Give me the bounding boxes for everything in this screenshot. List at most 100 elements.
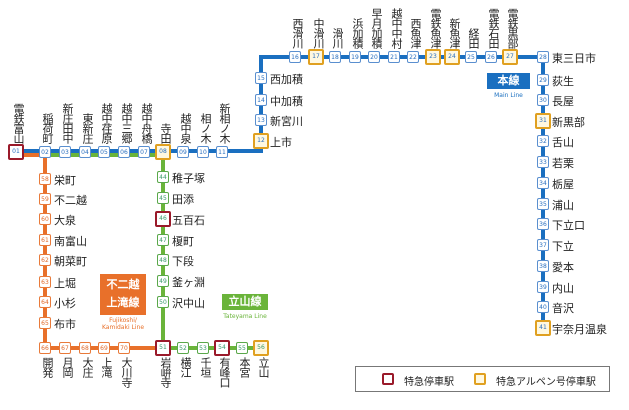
- station-marker-14[interactable]: 14: [255, 94, 267, 106]
- station-marker-02[interactable]: 02: [39, 146, 51, 158]
- station-marker-47[interactable]: 47: [157, 234, 169, 246]
- station-marker-20[interactable]: 20: [368, 51, 380, 63]
- station-marker-03[interactable]: 03: [59, 146, 71, 158]
- station-marker-11[interactable]: 11: [216, 146, 228, 158]
- station-name-58: 栄町: [54, 174, 76, 187]
- station-marker-40[interactable]: 40: [537, 301, 549, 313]
- station-marker-54[interactable]: 54: [214, 340, 230, 356]
- station-name-39: 内山: [552, 282, 574, 295]
- station-marker-44[interactable]: 44: [157, 171, 169, 183]
- station-name-41: 宇奈月温泉: [552, 323, 607, 336]
- station-name-27: 電鉄黒部: [506, 8, 519, 48]
- legend-express: 特急停車駅: [404, 377, 454, 388]
- station-name-26: 電鉄石田: [487, 8, 500, 48]
- station-marker-12[interactable]: 12: [253, 133, 269, 149]
- station-marker-13[interactable]: 13: [255, 114, 267, 126]
- station-name-01: 電鉄富山: [12, 103, 25, 143]
- station-marker-61[interactable]: 61: [39, 234, 51, 246]
- station-marker-68[interactable]: 68: [79, 342, 91, 354]
- station-name-47: 榎町: [172, 235, 194, 248]
- station-marker-19[interactable]: 19: [349, 51, 361, 63]
- station-name-22: 西魚津: [409, 18, 422, 48]
- station-marker-65[interactable]: 65: [39, 317, 51, 329]
- station-marker-29[interactable]: 29: [537, 74, 549, 86]
- station-name-18: 滑川: [331, 28, 344, 48]
- station-marker-25[interactable]: 25: [465, 51, 477, 63]
- station-marker-48[interactable]: 48: [157, 254, 169, 266]
- station-name-38: 愛本: [552, 261, 574, 274]
- station-marker-27[interactable]: 27: [502, 49, 518, 65]
- station-marker-39[interactable]: 39: [537, 281, 549, 293]
- station-marker-23[interactable]: 23: [425, 49, 441, 65]
- station-marker-53[interactable]: 53: [197, 342, 209, 354]
- station-marker-26[interactable]: 26: [485, 51, 497, 63]
- station-name-08: 寺田: [159, 123, 172, 143]
- station-name-23: 電鉄魚津: [429, 8, 442, 48]
- station-name-06: 越中三郷: [120, 103, 133, 143]
- station-marker-52[interactable]: 52: [177, 342, 189, 354]
- station-marker-21[interactable]: 21: [388, 51, 400, 63]
- station-name-70: 大川寺: [120, 357, 133, 387]
- station-marker-06[interactable]: 06: [118, 146, 130, 158]
- station-name-55: 本宮: [238, 357, 251, 377]
- station-marker-59[interactable]: 59: [39, 193, 51, 205]
- station-name-30: 長屋: [552, 95, 574, 108]
- station-marker-15[interactable]: 15: [255, 72, 267, 84]
- station-marker-64[interactable]: 64: [39, 296, 51, 308]
- station-name-10: 相ノ木: [199, 113, 212, 143]
- station-name-11: 新相ノ木: [218, 103, 231, 143]
- station-name-28: 東三日市: [552, 52, 596, 65]
- station-marker-31[interactable]: 31: [535, 113, 551, 129]
- station-marker-41[interactable]: 41: [535, 320, 551, 336]
- station-marker-69[interactable]: 69: [98, 342, 110, 354]
- station-marker-35[interactable]: 35: [537, 198, 549, 210]
- station-name-17: 中滑川: [312, 18, 325, 48]
- station-marker-66[interactable]: 66: [39, 342, 51, 354]
- station-marker-09[interactable]: 09: [177, 146, 189, 158]
- station-marker-16[interactable]: 16: [289, 51, 301, 63]
- station-name-36: 下立口: [552, 219, 585, 232]
- station-marker-56[interactable]: 56: [253, 340, 269, 356]
- station-name-44: 稚子塚: [172, 172, 205, 185]
- station-name-20: 早月加積: [370, 8, 383, 48]
- station-marker-34[interactable]: 34: [537, 177, 549, 189]
- station-marker-04[interactable]: 04: [79, 146, 91, 158]
- station-marker-49[interactable]: 49: [157, 275, 169, 287]
- station-marker-01[interactable]: 01: [8, 144, 24, 160]
- station-name-21: 越中中村: [390, 8, 403, 48]
- station-marker-50[interactable]: 50: [157, 296, 169, 308]
- station-marker-37[interactable]: 37: [537, 239, 549, 251]
- station-name-60: 大泉: [54, 214, 76, 227]
- station-marker-07[interactable]: 07: [138, 146, 150, 158]
- station-marker-45[interactable]: 45: [157, 192, 169, 204]
- station-name-48: 下段: [172, 255, 194, 268]
- station-name-04: 東新庄: [81, 113, 94, 143]
- station-marker-08[interactable]: 08: [155, 144, 171, 160]
- station-marker-32[interactable]: 32: [537, 135, 549, 147]
- station-marker-24[interactable]: 24: [444, 49, 460, 65]
- station-marker-70[interactable]: 70: [118, 342, 130, 354]
- station-marker-33[interactable]: 33: [537, 156, 549, 168]
- station-marker-63[interactable]: 63: [39, 276, 51, 288]
- station-marker-51[interactable]: 51: [155, 340, 171, 356]
- station-marker-55[interactable]: 55: [236, 342, 248, 354]
- main-line-en: Main Line: [494, 92, 523, 99]
- station-name-51: 岩峅寺: [159, 357, 172, 387]
- station-marker-17[interactable]: 17: [308, 49, 324, 65]
- station-marker-46[interactable]: 46: [155, 211, 171, 227]
- station-marker-10[interactable]: 10: [197, 146, 209, 158]
- station-marker-22[interactable]: 22: [407, 51, 419, 63]
- station-name-32: 舌山: [552, 136, 574, 149]
- station-marker-62[interactable]: 62: [39, 254, 51, 266]
- station-marker-36[interactable]: 36: [537, 218, 549, 230]
- station-marker-18[interactable]: 18: [329, 51, 341, 63]
- station-marker-30[interactable]: 30: [537, 94, 549, 106]
- station-marker-38[interactable]: 38: [537, 260, 549, 272]
- station-name-31: 新黒部: [552, 116, 585, 129]
- station-marker-05[interactable]: 05: [98, 146, 110, 158]
- station-marker-60[interactable]: 60: [39, 213, 51, 225]
- station-marker-28[interactable]: 28: [537, 51, 549, 63]
- station-marker-67[interactable]: 67: [59, 342, 71, 354]
- station-name-45: 田添: [172, 193, 194, 206]
- station-marker-58[interactable]: 58: [39, 173, 51, 185]
